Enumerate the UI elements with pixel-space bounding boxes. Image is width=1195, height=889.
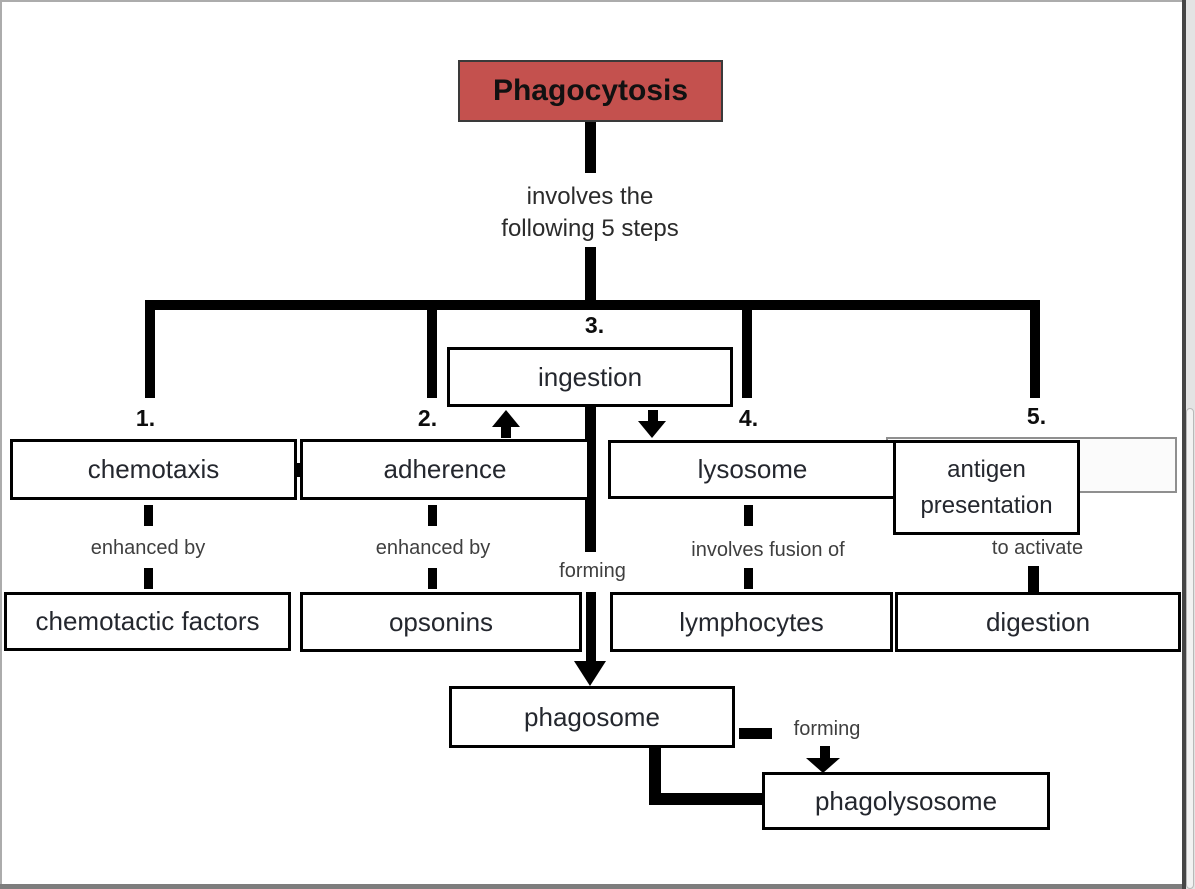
dash — [1028, 566, 1039, 592]
arrow-down-stem — [648, 410, 658, 422]
term-box-lymphocytes[interactable]: lymphocytes — [610, 592, 893, 652]
term-box-phagolysosome[interactable]: phagolysosome — [762, 772, 1050, 830]
step-number-2: 2. — [417, 405, 438, 431]
term-box-phagosome[interactable]: phagosome — [449, 686, 735, 748]
forming-arrow-stem — [820, 746, 830, 759]
term-box-adherence[interactable]: adherence — [300, 439, 590, 500]
term-box-chemotaxis[interactable]: chemotaxis — [10, 439, 297, 500]
phagosome-right-stub — [739, 728, 772, 739]
connector-label-enhanced-by-2: enhanced by — [375, 537, 491, 559]
forming-arrow-head-icon — [806, 758, 840, 773]
term-box-opsonins[interactable]: opsonins — [300, 592, 582, 652]
scrollbar-track[interactable] — [1186, 0, 1195, 889]
term-box-digestion[interactable]: digestion — [895, 592, 1181, 652]
connector-label-involves-fusion-of: involves fusion of — [691, 539, 845, 561]
dash — [144, 505, 153, 526]
branch-stub-2 — [427, 300, 437, 398]
dash — [144, 568, 153, 589]
dash — [744, 505, 753, 526]
branch-bar — [145, 300, 1040, 310]
step-number-1: 1. — [135, 405, 156, 431]
term-box-chemotactic-factors[interactable]: chemotactic factors — [4, 592, 291, 651]
connector-label-enhanced-by-1: enhanced by — [90, 537, 206, 559]
elbow-line-vertical — [649, 748, 661, 805]
branch-stub-5 — [1030, 300, 1040, 398]
term-box-ingestion[interactable]: ingestion — [447, 347, 733, 407]
arrow-up-stem — [501, 426, 511, 438]
term-box-lysosome[interactable]: lysosome — [608, 440, 897, 499]
frame-border-top — [0, 0, 1195, 2]
ingestion-arrow-shaft — [586, 592, 596, 661]
dash — [428, 568, 437, 589]
connector-mark — [294, 463, 302, 477]
ingestion-arrow-head-icon — [574, 661, 606, 686]
connector-label-to-activate: to activate — [991, 537, 1084, 559]
title-box: Phagocytosis — [458, 60, 723, 122]
scrollbar-thumb[interactable] — [1186, 408, 1194, 889]
arrow-up-icon — [492, 410, 520, 427]
frame-border-bottom — [0, 884, 1182, 889]
connector-label-forming: forming — [559, 560, 626, 582]
arrow-down-icon — [638, 421, 666, 438]
step-number-5: 5. — [1026, 403, 1047, 429]
root-caption-line2: following 5 steps — [501, 215, 679, 242]
elbow-line-horizontal — [649, 793, 762, 805]
step-number-4: 4. — [738, 405, 759, 431]
connector-label-forming-2: forming — [793, 718, 861, 740]
term-box-antigen-presentation[interactable]: antigen presentation — [893, 440, 1080, 535]
step-number-3: 3. — [584, 312, 605, 338]
root-caption-line1: involves the — [526, 183, 654, 210]
trunk-line-bottom — [585, 247, 596, 304]
root-caption: involves the following 5 steps — [430, 181, 750, 245]
frame-border-right — [1182, 0, 1186, 889]
branch-stub-1 — [145, 300, 155, 398]
trunk-line-top — [585, 121, 596, 173]
frame-border-left — [0, 0, 2, 889]
dash — [428, 505, 437, 526]
ingestion-line-upper — [585, 407, 596, 552]
branch-stub-4 — [742, 300, 752, 398]
dash — [744, 568, 753, 589]
